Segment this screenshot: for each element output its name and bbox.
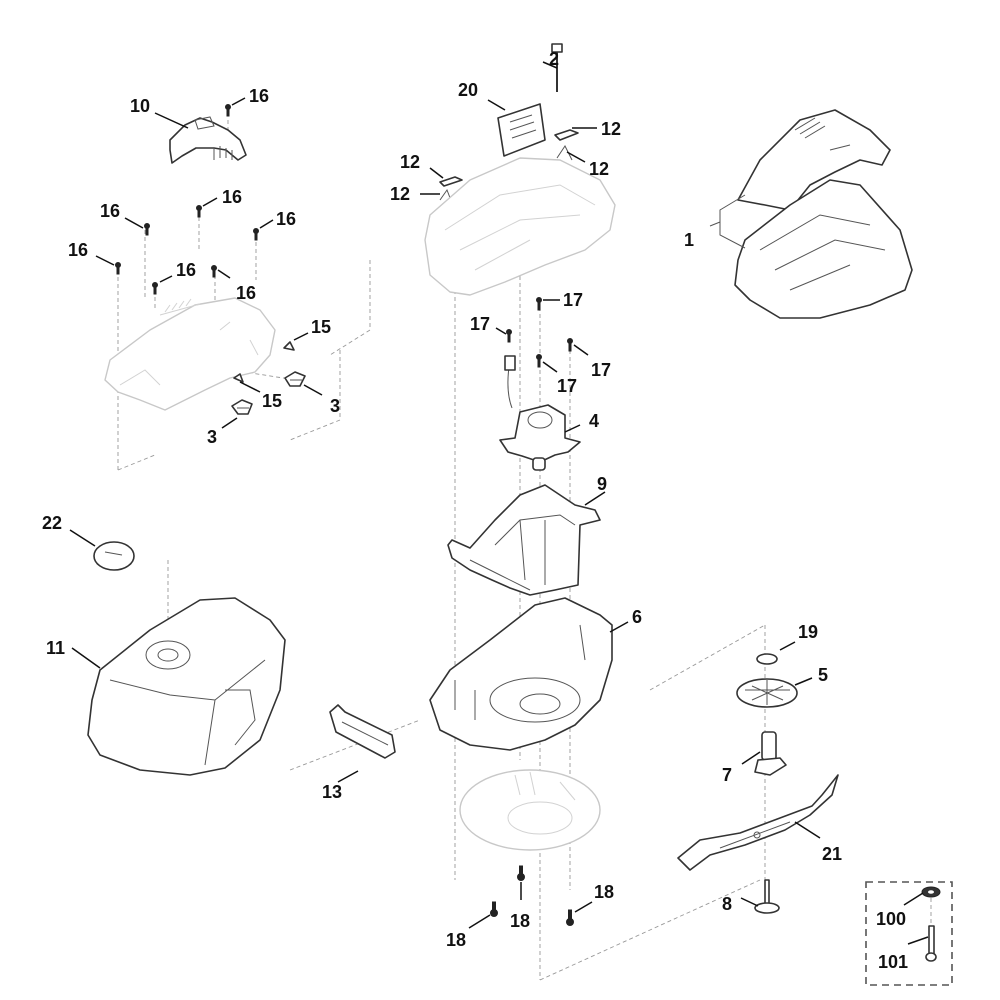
part-19-o-ring[interactable] (756, 653, 778, 665)
kit-box (865, 881, 953, 986)
part-4-motor[interactable] (499, 355, 581, 471)
base-plate-faint[interactable] (459, 769, 601, 851)
clip-3a[interactable] (284, 371, 306, 387)
screw-16a[interactable] (225, 104, 231, 117)
screw-16c[interactable] (144, 223, 150, 236)
clip-3b[interactable] (231, 399, 253, 415)
label-6[interactable]: 6 (632, 607, 642, 627)
label-5[interactable]: 5 (818, 665, 828, 685)
label-7[interactable]: 7 (722, 765, 732, 785)
upper-housing-center[interactable] (424, 157, 616, 296)
screw-18c[interactable] (566, 909, 574, 926)
screw-17c[interactable] (536, 354, 542, 368)
part-22-badge[interactable] (93, 541, 135, 571)
label-22[interactable]: 22 (42, 513, 62, 533)
part-7-blade-carrier[interactable] (754, 731, 787, 776)
label-17a[interactable]: 17 (563, 290, 583, 310)
label-19[interactable]: 19 (798, 622, 818, 642)
part-13-handle[interactable] (329, 704, 396, 759)
cap-15a[interactable] (283, 341, 295, 351)
screw-18b[interactable] (517, 865, 525, 881)
label-1[interactable]: 1 (684, 230, 694, 250)
label-17c[interactable]: 17 (557, 376, 577, 396)
label-9[interactable]: 9 (597, 474, 607, 494)
screw-16e[interactable] (115, 262, 121, 275)
screw-16d[interactable] (253, 228, 259, 241)
label-101[interactable]: 101 (878, 952, 908, 972)
part-10-cover-bracket[interactable] (169, 116, 247, 164)
part-101-bolt[interactable] (925, 925, 937, 962)
label-16g[interactable]: 16 (236, 283, 256, 303)
part-11-top-hood[interactable] (87, 597, 286, 776)
screws-18 (490, 865, 574, 926)
part-21-blade[interactable] (677, 774, 839, 871)
label-15b[interactable]: 15 (262, 391, 282, 411)
label-12b[interactable]: 12 (589, 159, 609, 179)
label-20[interactable]: 20 (458, 80, 478, 100)
label-13[interactable]: 13 (322, 782, 342, 802)
label-12a[interactable]: 12 (601, 119, 621, 139)
label-3a[interactable]: 3 (330, 396, 340, 416)
label-12c[interactable]: 12 (400, 152, 420, 172)
label-11[interactable]: 11 (46, 638, 65, 658)
label-16b[interactable]: 16 (222, 187, 242, 207)
screws-17 (506, 297, 573, 368)
label-17b[interactable]: 17 (470, 314, 490, 334)
screw-18a[interactable] (490, 901, 498, 917)
screw-16f[interactable] (152, 282, 158, 295)
cap-15b[interactable] (233, 373, 244, 383)
part-1-housing-set[interactable] (709, 109, 913, 319)
label-17d[interactable]: 17 (591, 360, 611, 380)
label-12d[interactable]: 12 (390, 184, 410, 204)
part-2-pin[interactable] (551, 43, 563, 92)
label-16a[interactable]: 16 (249, 86, 269, 106)
screw-17a[interactable] (536, 297, 542, 311)
part-9-motor-carrier[interactable] (447, 484, 601, 596)
label-16f[interactable]: 16 (176, 260, 196, 280)
part-20-circuit-board[interactable] (497, 103, 546, 157)
upper-chassis-left[interactable] (104, 297, 276, 411)
callout-labels: 2 20 12 12 12 12 10 16 16 16 16 16 16 16… (42, 49, 908, 972)
label-4[interactable]: 4 (589, 411, 599, 431)
part-6-lower-housing[interactable] (429, 597, 613, 751)
spring-clip-12a[interactable] (554, 129, 579, 141)
screws-16 (115, 104, 259, 295)
spring-clip-12b[interactable] (556, 145, 573, 161)
label-10[interactable]: 10 (130, 96, 150, 116)
label-15a[interactable]: 15 (311, 317, 331, 337)
leader-lines (69, 61, 929, 945)
screw-16g[interactable] (211, 265, 217, 278)
label-16d[interactable]: 16 (276, 209, 296, 229)
spring-clip-12c[interactable] (439, 176, 463, 187)
label-18b[interactable]: 18 (510, 911, 530, 931)
label-3b[interactable]: 3 (207, 427, 217, 447)
label-2[interactable]: 2 (549, 49, 559, 69)
part-100-washer[interactable] (921, 886, 941, 898)
screw-17b[interactable] (506, 329, 512, 343)
label-18a[interactable]: 18 (446, 930, 466, 950)
label-21[interactable]: 21 (822, 844, 842, 864)
screw-16b[interactable] (196, 205, 202, 218)
label-18c[interactable]: 18 (594, 882, 614, 902)
part-8-blade-screw[interactable] (754, 879, 780, 914)
part-5-hub[interactable] (736, 678, 798, 708)
screw-17d[interactable] (567, 338, 573, 352)
label-16c[interactable]: 16 (100, 201, 120, 221)
label-100[interactable]: 100 (876, 909, 906, 929)
label-8[interactable]: 8 (722, 894, 732, 914)
label-16e[interactable]: 16 (68, 240, 88, 260)
